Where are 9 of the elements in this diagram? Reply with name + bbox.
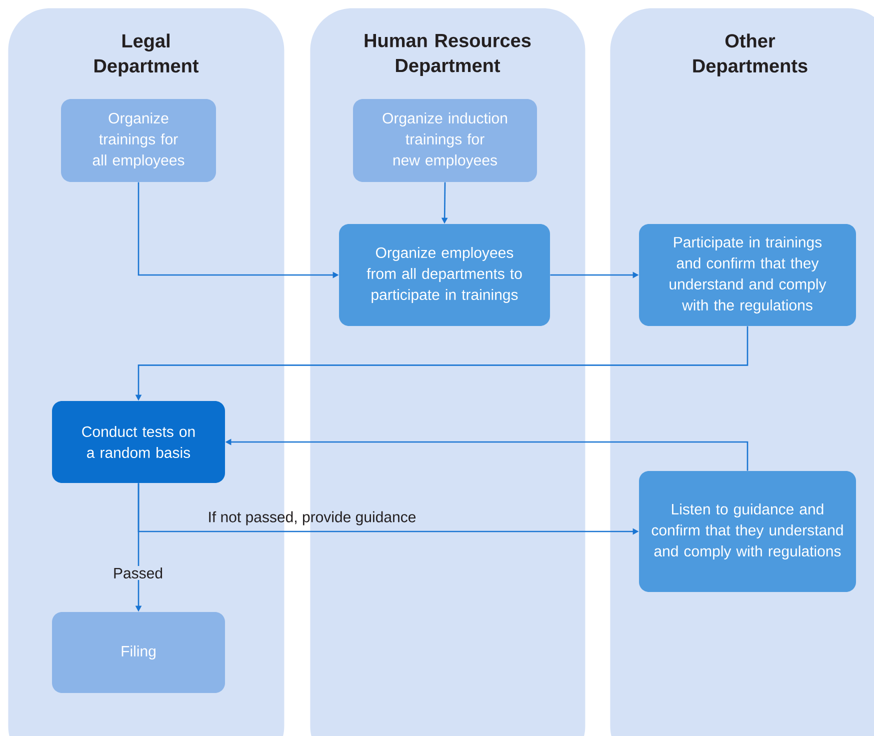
process-box: Organize trainings for all employees (61, 99, 216, 182)
process-box: Participate in trainings and confirm that they understand and comply with the regulations (639, 224, 856, 326)
process-box: Conduct tests on a random basis (52, 401, 225, 483)
process-box: Filing (52, 612, 225, 693)
process-box: Listen to guidance and confirm that they understand and comply with regulations (639, 471, 856, 592)
process-box: Organize induction trainings for new employees (353, 99, 537, 182)
edge-label: Passed (114, 567, 162, 578)
edge-label: If not passed, provide guidance (209, 511, 416, 526)
process-box: Organize employees from all departments to participate in trainings (339, 224, 550, 326)
